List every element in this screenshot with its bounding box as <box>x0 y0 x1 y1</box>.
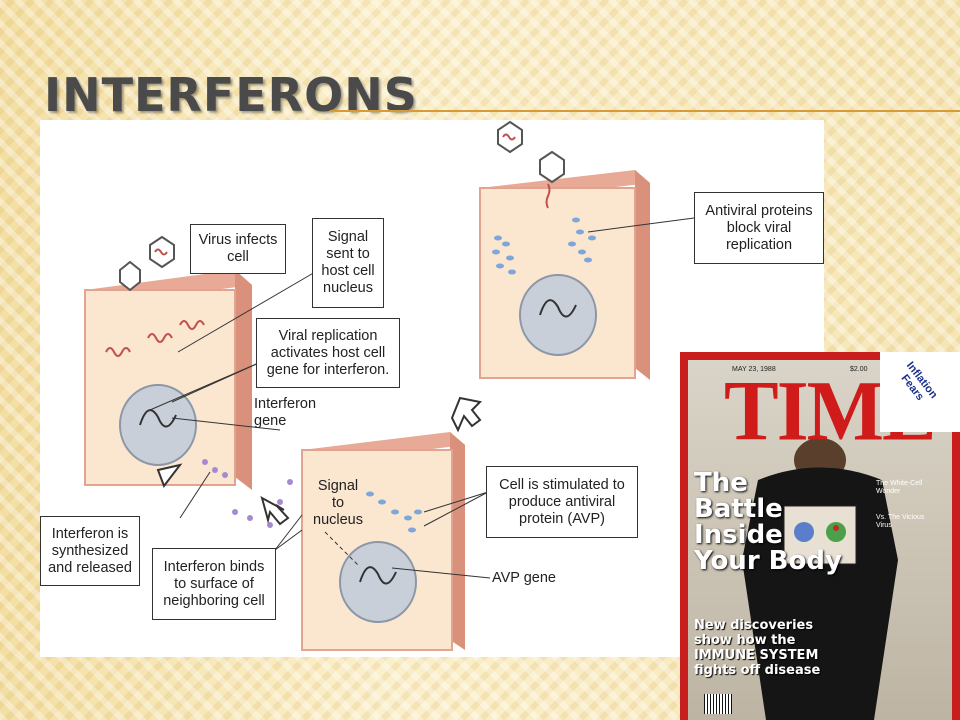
magazine-date: MAY 23, 1988 <box>732 366 776 373</box>
label-interferon-gene: Interferon gene <box>254 396 317 429</box>
callout-antiviral-block: Antiviral proteins block viral replicati… <box>694 192 824 264</box>
slide-title: INTERFERONS <box>44 68 418 122</box>
arrow-to-neighbor <box>260 495 290 526</box>
diagram-art <box>84 120 695 651</box>
protected-cell <box>479 120 650 380</box>
magazine-corner-banner <box>880 352 960 432</box>
callout-interferon-binds: Interferon binds to surface of neighbori… <box>152 548 276 620</box>
label-signal-to-nucleus: Signal to nucleus <box>313 478 363 528</box>
virus-particle <box>119 260 141 292</box>
magazine-price: $2.00 <box>850 366 868 373</box>
callout-virus-infects: Virus infects cell <box>190 224 286 274</box>
leader-lines <box>149 217 695 579</box>
protected-nucleus <box>519 274 597 356</box>
callout-interferon-synthesized: Interferon is synthesized and released <box>40 516 140 586</box>
release-arrow <box>156 463 183 489</box>
infected-cell <box>84 270 252 490</box>
label-avp-gene: AVP gene <box>492 570 556 586</box>
magazine-headline: The Battle Inside Your Body <box>694 468 842 576</box>
neighbor-nucleus <box>339 541 417 623</box>
magazine-figure-art <box>742 438 898 720</box>
callout-cell-stimulated: Cell is stimulated to produce antiviral … <box>486 466 638 538</box>
magazine-subhead: New discoveries show how the IMMUNE SYST… <box>694 618 821 678</box>
magazine-photo <box>688 360 952 720</box>
magazine-barcode <box>704 694 732 714</box>
magazine-tag-virus: Vs. The Vicious Virus <box>876 514 925 529</box>
arrow-to-protected <box>450 396 483 433</box>
title-rule <box>330 110 960 112</box>
callout-viral-replication: Viral replication activates host cell ge… <box>256 318 400 388</box>
time-magazine-cover: MAY 23, 1988 $2.00 TIME Inflation Fears … <box>680 352 960 720</box>
interferon-molecules <box>202 459 293 528</box>
neighbor-cell <box>301 432 465 651</box>
infected-nucleus <box>119 384 197 466</box>
callout-signal-sent: Signal sent to host cell nucleus <box>312 218 384 308</box>
virus-particle-3 <box>539 150 565 184</box>
magazine-tag-white-cell: The White-Cell Wonder <box>876 480 923 495</box>
